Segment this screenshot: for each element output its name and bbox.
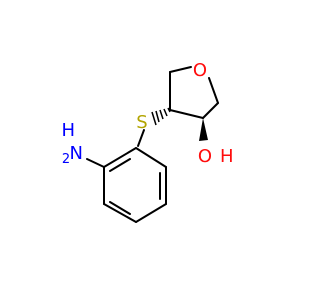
hashed-wedge-c4-s (151, 107, 171, 126)
bond-c4-c3 (169, 109, 204, 119)
ring-oxygen-label: O (193, 60, 207, 81)
hydroxyl-h-label: H (220, 146, 234, 167)
bond-ar-n (86, 158, 105, 168)
bond-ar-double-b (109, 201, 131, 215)
bond-c2-c3 (202, 102, 219, 119)
molecule-diagram: O S N H 2 O H (61, 60, 234, 223)
solid-wedge-c3-oh (199, 118, 208, 141)
bond-ar-4-5 (103, 203, 137, 223)
amine-h-label: H (61, 120, 75, 141)
bond-ar-3-4 (135, 203, 167, 223)
bond-s-ar-c1 (137, 129, 145, 147)
bond-ar-6-1 (103, 147, 137, 168)
amine-n-label: N (70, 143, 83, 164)
bond-ar-double-c (109, 158, 131, 172)
bond-o1-c2 (208, 77, 219, 104)
bond-ar-1-2 (135, 147, 167, 168)
structure-svg: O S N H 2 O H (61, 60, 234, 223)
bonds (86, 66, 219, 223)
amine-h2-subscript: 2 (62, 152, 70, 167)
sulfur-label: S (136, 112, 147, 133)
hydroxyl-o-label: O (198, 146, 212, 167)
bond-c5-o1 (169, 66, 192, 73)
